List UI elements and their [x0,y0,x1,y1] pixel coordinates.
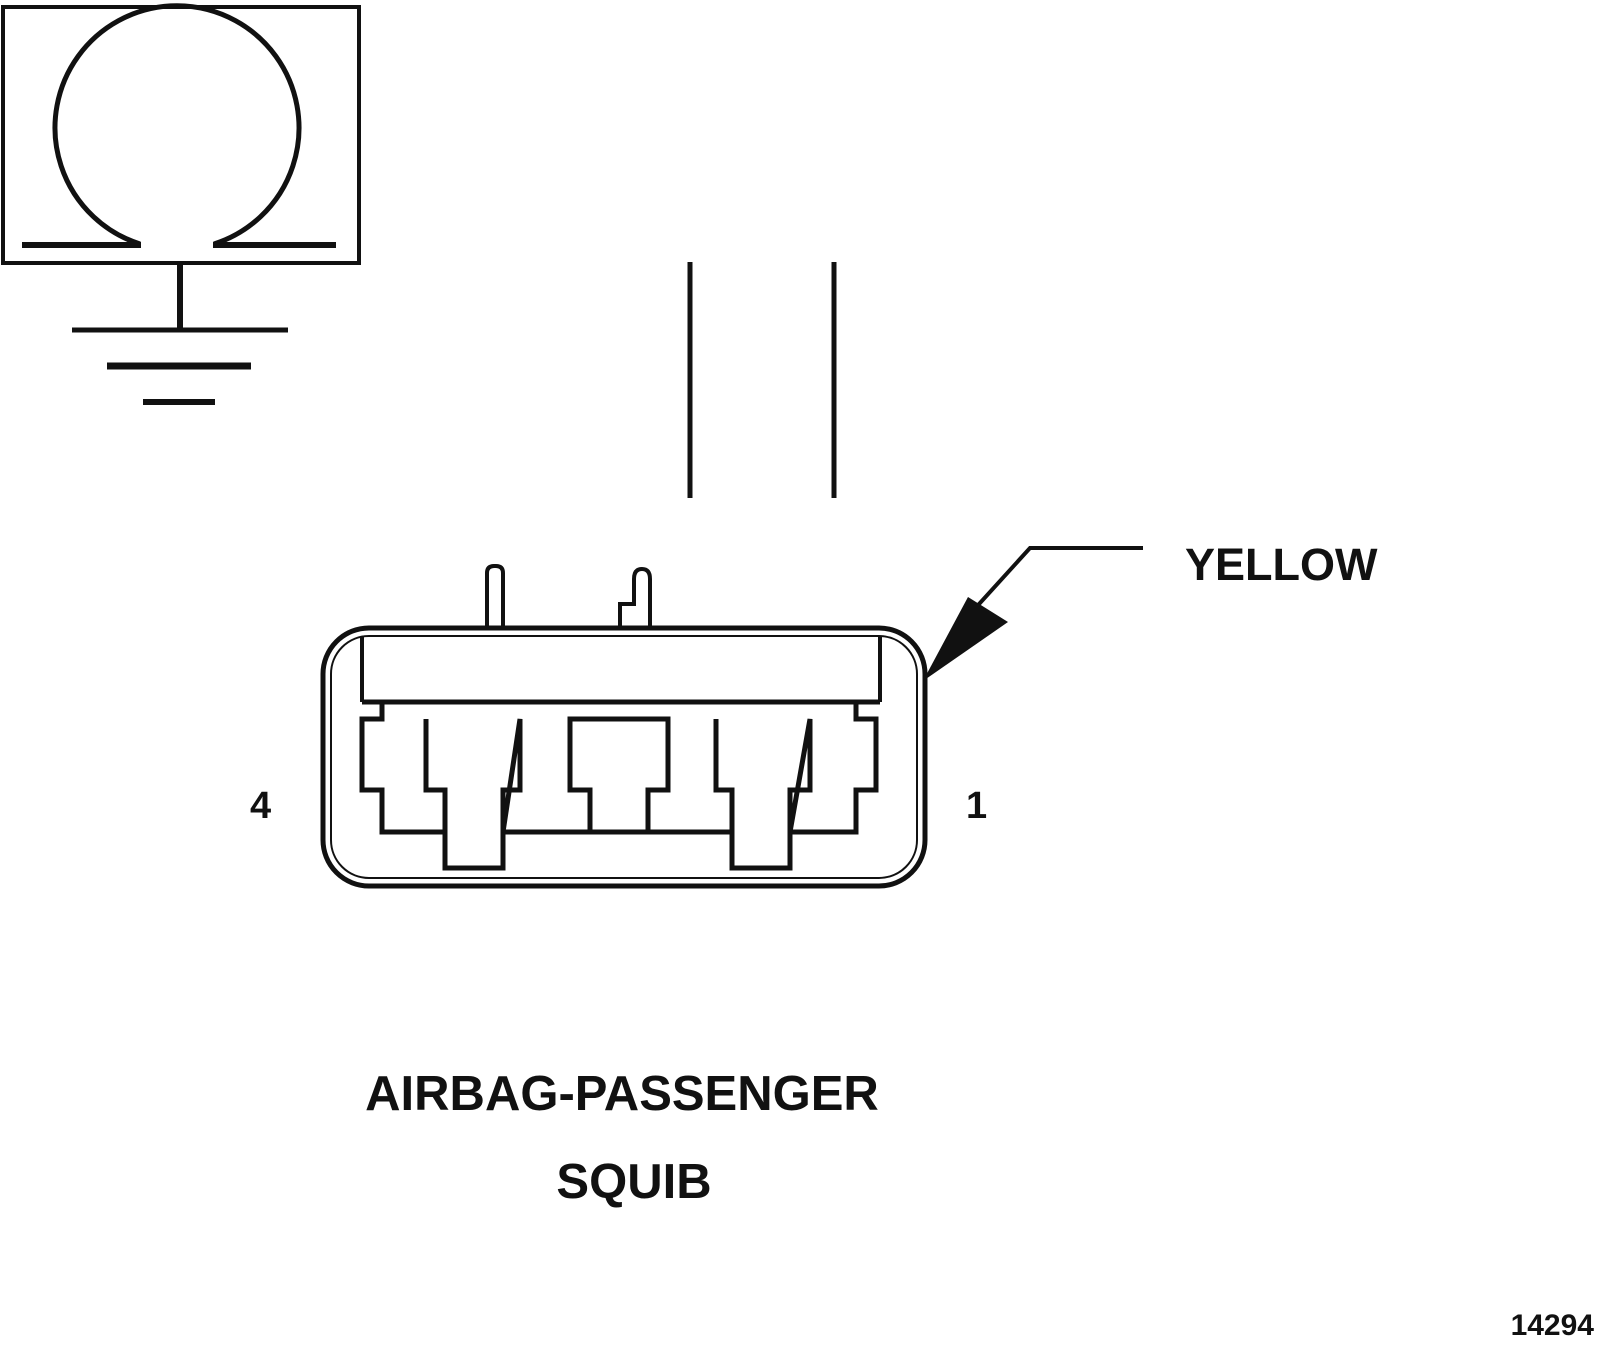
connector-color-label: YELLOW [1185,539,1378,590]
pin-number-right: 1 [966,785,987,827]
diagram-title-line2: SQUIB [556,1155,711,1209]
probe-leads [687,262,837,498]
squib-connector [320,564,928,889]
pin-number-left: 4 [250,785,271,827]
diagram-title-line1: AIRBAG-PASSENGER [365,1067,879,1121]
figure-number: 14294 [1511,1309,1595,1342]
color-callout-arrow [923,546,1143,681]
ohmmeter-icon [1,3,361,265]
ground-symbol-icon [72,263,288,405]
